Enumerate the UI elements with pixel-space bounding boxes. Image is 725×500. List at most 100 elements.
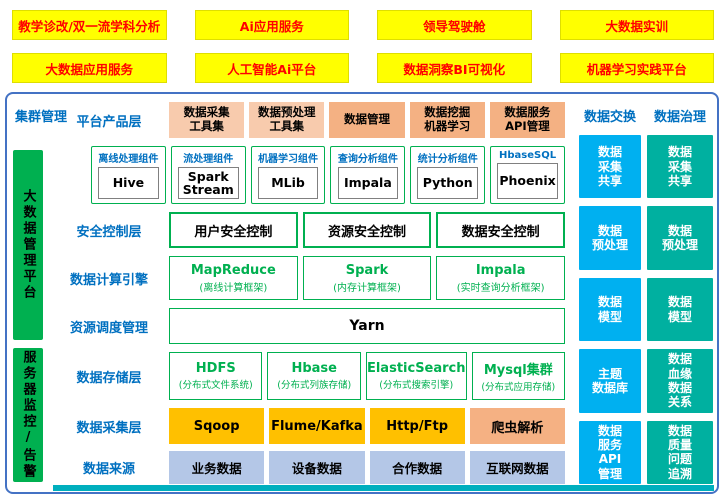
- component-statistical-analysis: 统计分析组件 Python: [410, 146, 486, 204]
- storage-hdfs: HDFS (分布式文件系统): [169, 352, 263, 400]
- compute-layer-label: 数据计算引擎: [69, 272, 148, 288]
- engine-desc: (内存计算框架): [333, 282, 401, 294]
- exchange-subject-database: 主题 数据库: [579, 349, 641, 413]
- app-box-leader-cockpit: 领导驾驶舱: [377, 10, 532, 40]
- scheduler-layer-row: 资源调度管理 Yarn: [55, 308, 565, 344]
- security-box-user: 用户安全控制: [169, 212, 298, 248]
- governance-preprocess: 数据 预处理: [647, 206, 713, 270]
- engine-name: MapReduce: [190, 262, 276, 278]
- product-layer-label: 平台产品层: [76, 114, 142, 130]
- security-box-data: 数据安全控制: [436, 212, 566, 248]
- product-layer-row: 平台产品层 数据采集 工具集 数据预处理 工具集 数据管理 数据挖掘 机器学习 …: [55, 102, 566, 138]
- security-box-resource: 资源安全控制: [302, 212, 432, 248]
- engine-name: Spark: [345, 262, 389, 278]
- exchange-data-service-api: 数据 服务 API 管理: [579, 420, 641, 485]
- governance-collect-share: 数据 采集 共享: [647, 135, 713, 199]
- collection-http-ftp: Http/Ftp: [369, 408, 465, 444]
- app-box-ai-platform: 人工智能Ai平台: [194, 53, 349, 83]
- component-impala: Impala: [337, 167, 399, 199]
- product-box-data-collect-tools: 数据采集 工具集: [169, 102, 245, 138]
- component-type-label: 统计分析组件: [417, 154, 478, 165]
- component-hbasesql: HbaseSQL Phoenix: [490, 146, 565, 204]
- governance-data-lineage: 数据 血缘 数据 关系: [647, 349, 713, 413]
- collection-crawler: 爬虫解析: [469, 408, 565, 444]
- scheduler-yarn: Yarn: [169, 308, 565, 344]
- exchange-collect-share: 数据 采集 共享: [579, 135, 641, 199]
- data-exchange-boxes: 数据 采集 共享 数据 预处理 数据 模型 主题 数据库 数据 服务 API 管…: [579, 135, 641, 485]
- engine-desc: (实时查询分析框架): [456, 282, 545, 294]
- storage-mysql-cluster: Mysql集群 (分布式应用存储): [471, 352, 566, 400]
- storage-layer-row: 数据存储层 HDFS (分布式文件系统) Hbase (分布式列族存储) Ela…: [55, 352, 566, 400]
- storage-elasticsearch: ElasticSearch (分布式搜索引擎): [365, 352, 467, 400]
- source-layer-boxes: 业务数据 设备数据 合作数据 互联网数据: [169, 451, 565, 484]
- component-query-analysis: 查询分析组件 Impala: [330, 146, 406, 204]
- storage-name: Hbase: [291, 361, 337, 376]
- app-box-bi-visualization: 数据洞察BI可视化: [377, 53, 532, 83]
- app-box-bigdata-app-service: 大数据应用服务: [12, 53, 167, 83]
- storage-name: ElasticSearch: [366, 361, 466, 376]
- storage-hbase: Hbase (分布式列族存储): [267, 352, 361, 400]
- component-type-label: 流处理组件: [183, 154, 234, 165]
- app-box-ml-practice-platform: 机器学习实践平台: [559, 53, 714, 83]
- component-type-label: HbaseSQL: [499, 150, 557, 161]
- product-box-data-service-api: 数据服务 API管理: [489, 102, 566, 138]
- engine-desc: (离线计算框架): [199, 282, 268, 294]
- bottom-accent-strip: [53, 485, 714, 491]
- exchange-preprocess: 数据 预处理: [579, 206, 641, 270]
- compute-layer-row: 数据计算引擎 MapReduce (离线计算框架) Spark (内存计算框架)…: [55, 256, 566, 300]
- data-governance-header: 数据治理: [653, 110, 706, 125]
- app-links-grid: 教学诊改/双一流学科分析 Ai应用服务 领导驾驶舱 大数据实训 大数据应用服务 …: [12, 10, 714, 83]
- engine-spark: Spark (内存计算框架): [302, 256, 432, 300]
- governance-data-model: 数据 模型: [647, 277, 713, 342]
- engine-mapreduce: MapReduce (离线计算框架): [169, 256, 298, 300]
- storage-name: HDFS: [195, 361, 236, 376]
- collection-layer-row: 数据采集层 Sqoop Flume/Kafka Http/Ftp 爬虫解析: [55, 408, 565, 444]
- storage-layer-boxes: HDFS (分布式文件系统) Hbase (分布式列族存储) ElasticSe…: [169, 352, 566, 400]
- main-panel: 集群管理 大数据管理平台 服务器监控/告警 平台产品层 数据采集 工具集 数据预…: [5, 92, 719, 494]
- server-monitor-alert-bar: 服务器监控/告警: [13, 348, 43, 482]
- bigdata-management-platform-bar: 大数据管理平台: [13, 150, 43, 340]
- governance-data-quality: 数据 质量 问题 追溯: [647, 420, 713, 485]
- storage-desc: (分布式文件系统): [178, 380, 253, 391]
- engine-name: Impala: [475, 262, 526, 278]
- component-spark-stream: Spark Stream: [177, 167, 239, 199]
- security-layer-row: 安全控制层 用户安全控制 资源安全控制 数据安全控制: [55, 212, 566, 248]
- component-python: Python: [417, 167, 478, 199]
- component-phoenix: Phoenix: [497, 163, 558, 199]
- source-business-data: 业务数据: [169, 451, 265, 484]
- collection-layer-label: 数据采集层: [76, 420, 142, 436]
- product-box-data-mining-ml: 数据挖掘 机器学习: [409, 102, 485, 138]
- component-type-label: 机器学习组件: [258, 154, 319, 165]
- cluster-management-label: 集群管理: [15, 110, 68, 125]
- data-governance-boxes: 数据 采集 共享 数据 预处理 数据 模型 数据 血缘 数据 关系 数据 质量 …: [647, 135, 713, 485]
- storage-desc: (分布式应用存储): [481, 382, 556, 393]
- collection-layer-boxes: Sqoop Flume/Kafka Http/Ftp 爬虫解析: [169, 408, 565, 444]
- component-stream-processing: 流处理组件 Spark Stream: [170, 146, 246, 204]
- app-box-bigdata-training: 大数据实训: [559, 10, 714, 40]
- scheduler-layer-boxes: Yarn: [169, 308, 565, 344]
- storage-desc: (分布式列族存储): [277, 380, 352, 391]
- component-offline-processing: 离线处理组件 Hive: [91, 146, 166, 204]
- source-layer-label: 数据来源: [82, 462, 135, 477]
- component-type-label: 离线处理组件: [98, 154, 159, 165]
- source-internet-data: 互联网数据: [469, 451, 565, 484]
- product-layer-boxes: 数据采集 工具集 数据预处理 工具集 数据管理 数据挖掘 机器学习 数据服务 A…: [169, 102, 566, 138]
- source-partner-data: 合作数据: [369, 451, 465, 484]
- storage-desc: (分布式搜索引擎): [379, 380, 454, 391]
- component-machine-learning: 机器学习组件 MLib: [250, 146, 326, 204]
- source-layer-row: 数据来源 业务数据 设备数据 合作数据 互联网数据: [55, 451, 565, 484]
- data-exchange-header: 数据交换: [583, 110, 636, 125]
- engine-impala: Impala (实时查询分析框架): [436, 256, 566, 300]
- compute-layer-boxes: MapReduce (离线计算框架) Spark (内存计算框架) Impala…: [169, 256, 566, 300]
- app-box-ai-service: Ai应用服务: [194, 10, 349, 40]
- collection-flume-kafka: Flume/Kafka: [269, 408, 365, 444]
- security-layer-label: 安全控制层: [76, 224, 142, 240]
- data-governance-column: 数据治理 数据 采集 共享 数据 预处理 数据 模型 数据 血缘 数据 关系 数…: [647, 106, 713, 485]
- exchange-data-model: 数据 模型: [579, 277, 641, 342]
- component-hive: Hive: [98, 167, 159, 199]
- components-row: 离线处理组件 Hive 流处理组件 Spark Stream 机器学习组件 ML…: [91, 146, 565, 204]
- component-type-label: 查询分析组件: [337, 154, 398, 165]
- app-box-teaching-diagnosis: 教学诊改/双一流学科分析: [12, 10, 167, 40]
- source-device-data: 设备数据: [269, 451, 365, 484]
- security-layer-boxes: 用户安全控制 资源安全控制 数据安全控制: [169, 212, 566, 248]
